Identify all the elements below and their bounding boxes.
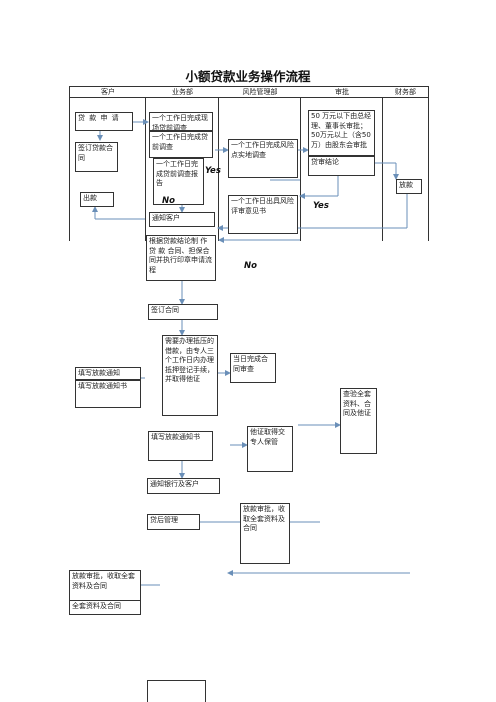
check-documents-box: 查验全套资料、合同及他证 [340, 388, 377, 454]
payout-approval-customer-box: 放款审批，收取全套资料及合同 [69, 570, 141, 601]
certificate-custody-box: 他证取得交专人保管 [247, 426, 293, 472]
sign-contract-box: 签订合同 [148, 304, 218, 320]
risk-opinion-box: 一个工作日出具风险评审意见书 [228, 195, 298, 234]
column-header-risk: 风险管理部 [242, 88, 278, 96]
fill-notice-form-box: 填写放款通知书 [75, 380, 141, 408]
yes-label: Yes [313, 201, 329, 211]
fill-notice-form-box: 填写放款通知书 [148, 431, 213, 461]
bottom-box [147, 680, 206, 702]
no-label: No [244, 261, 257, 271]
column-header-approval: 审批 [335, 88, 349, 96]
risk-onsite-box: 一个工作日完成风险点实地调查 [228, 139, 298, 178]
documents-box: 全套资料及合同 [69, 601, 141, 615]
column-header-business: 业务部 [172, 88, 193, 96]
no-label: No [162, 196, 175, 206]
notify-customer-box: 通知客户 [149, 212, 215, 227]
column-header-finance: 财务部 [395, 88, 416, 96]
collateral-registration-box: 需要办理抵压的借款，由专人三个工作日内办理抵押登记手续，并取得他证 [162, 335, 218, 416]
lane-divider [428, 97, 429, 241]
page-title: 小额贷款业务操作流程 [185, 69, 311, 84]
lane-divider [69, 97, 70, 241]
notify-bank-box: 通知银行及客户 [147, 478, 220, 494]
customer-payout-box: 出款 [80, 192, 114, 207]
pre-loan-investigation-box: 一个工作日完成贷前调查 [149, 131, 213, 158]
investigation-report-box: 一个工作日完成贷前调查报告 [153, 158, 204, 205]
payout-approval-box: 放款审批，收取全套资料及合同 [240, 503, 290, 564]
lane-divider [382, 97, 383, 241]
contract-review-box: 当日完成合同审查 [230, 353, 276, 383]
lane-divider [300, 97, 301, 241]
finance-payout-box: 放款 [396, 179, 422, 194]
column-header-customer: 客户 [101, 88, 115, 96]
post-loan-management-box: 贷后管理 [147, 514, 200, 530]
contract-procedure-box: 根据贷款结论制 作 贷 款 合同、担保合同并执行印章申请流程 [146, 235, 216, 281]
approval-result-box: 贷审结论 [308, 156, 375, 176]
yes-label: Yes [205, 166, 221, 176]
sign-loan-contract-box: 签订贷款合同 [75, 142, 118, 172]
lane-divider [218, 97, 219, 241]
swimlane-header: 客户 业务部 风险管理部 审批 财务部 [69, 86, 429, 98]
loan-application-box: 贷 款 申 请 [75, 112, 133, 131]
onsite-investigation-box: 一个工作日完成现场贷前调查 [149, 112, 213, 131]
lane-divider [145, 97, 146, 241]
approval-authority-box: 50 万元以下由总经理、董事长审批；50万元以上（含50万）由股东会审批 [308, 110, 375, 156]
fill-notice-box: 填写放款通知 [75, 367, 141, 380]
